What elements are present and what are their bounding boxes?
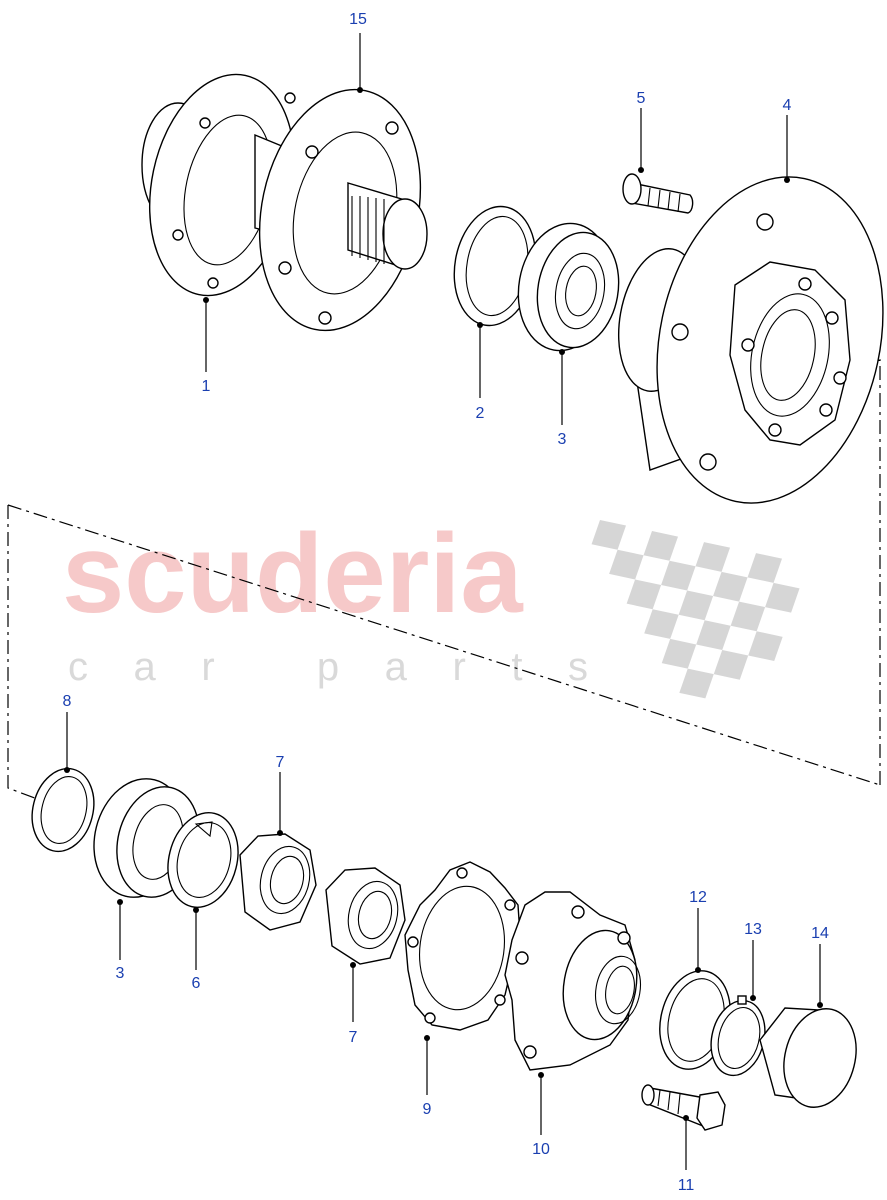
part-3-top-bearing [517, 222, 620, 352]
callout-12: 12 [689, 889, 707, 906]
callout-3-top: 3 [558, 431, 567, 448]
callout-9: 9 [423, 1101, 432, 1118]
callout-5: 5 [637, 90, 646, 107]
callout-3-bottom: 3 [116, 965, 125, 982]
watermark-tagline: car parts [68, 645, 588, 689]
checkered-flag-icon [591, 520, 800, 699]
callout-2: 2 [476, 405, 485, 422]
callout-15: 15 [349, 11, 367, 28]
callout-10: 10 [532, 1141, 550, 1158]
watermark-brand: scuderia [62, 511, 523, 636]
part-1-stub-axle-rear-flange [141, 73, 296, 297]
part-14-hub-cap [759, 1007, 857, 1108]
callout-6: 6 [192, 975, 201, 992]
callout-13: 13 [744, 921, 762, 938]
part-5-bolt [622, 173, 694, 214]
part-15-stub-axle [254, 88, 428, 332]
callout-leaders [64, 33, 823, 1170]
part-11-bolt [641, 1084, 726, 1131]
part-10-drive-member [504, 891, 642, 1071]
part-8-spacer-ring [31, 767, 95, 853]
callout-1: 1 [202, 378, 211, 395]
callout-14: 14 [811, 925, 829, 942]
callout-7-bottom: 7 [349, 1029, 358, 1046]
callout-4: 4 [783, 97, 792, 114]
callout-11: 11 [678, 1177, 695, 1194]
part-9-gasket [404, 861, 521, 1031]
part-7-top-hub-nut [239, 833, 317, 931]
callout-8: 8 [63, 693, 72, 710]
part-4-wheel-hub [617, 176, 884, 504]
part-7-bottom-hub-nut [325, 867, 406, 965]
part-6-lock-washer [167, 812, 239, 908]
watermark: scuderia car parts [62, 511, 800, 699]
callout-numbers: 1 15 2 3 4 5 8 3 6 7 7 9 10 11 12 13 14 [63, 11, 829, 1194]
callout-7-top: 7 [276, 754, 285, 771]
